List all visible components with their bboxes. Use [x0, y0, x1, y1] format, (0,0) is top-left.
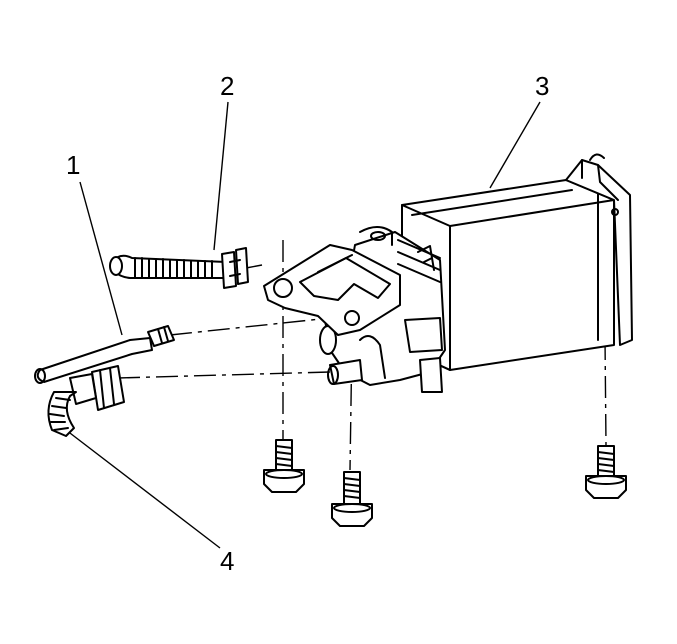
leader-line-1	[79, 181, 123, 336]
leader-line-2	[213, 101, 229, 251]
bolt-center	[331, 471, 373, 527]
bolt-left	[263, 439, 305, 493]
leader-line-4	[65, 429, 221, 549]
callout-1: 1	[66, 150, 80, 180]
callout-2: 2	[220, 71, 234, 101]
alignment-lines	[117, 240, 607, 471]
purge-hose-with-grommet	[109, 247, 249, 289]
callout-4: 4	[220, 546, 234, 576]
vapor-tube	[34, 325, 175, 384]
leader-line-3	[489, 101, 541, 189]
vent-hose-with-connector	[47, 365, 125, 437]
leader-lines	[65, 101, 541, 549]
bolt-right	[585, 445, 627, 499]
callout-3: 3	[535, 71, 549, 101]
mounting-plate	[263, 244, 401, 336]
